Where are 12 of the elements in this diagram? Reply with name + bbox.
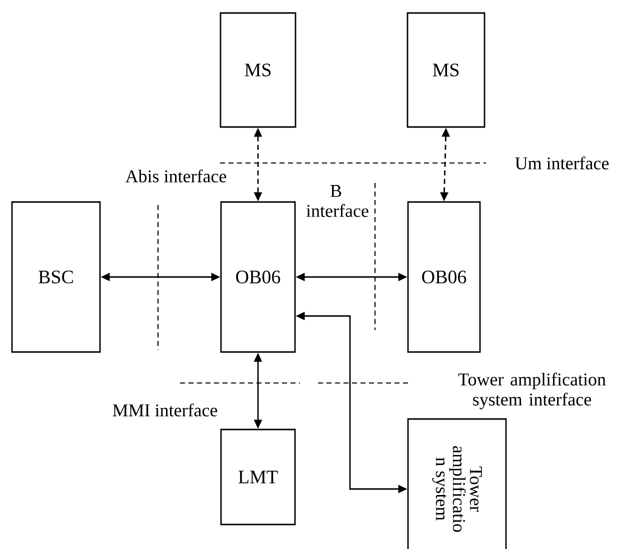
process-box: LMT [220,428,296,526]
interface-label: Tower amplification system interface [451,372,613,410]
interface-label: MMI interface [112,404,218,416]
rotated-text-box: Tower amplificatio n system [407,418,507,549]
process-box: OB06 [407,201,481,353]
process-box: MS [220,12,296,128]
interface-label: Abis interface [125,170,226,182]
process-box: MS [406,12,486,128]
process-box: BSC [11,201,101,353]
interface-label: Um interface [515,156,609,170]
interface-label: B interface [305,184,368,218]
process-box: OB06 [220,201,296,353]
